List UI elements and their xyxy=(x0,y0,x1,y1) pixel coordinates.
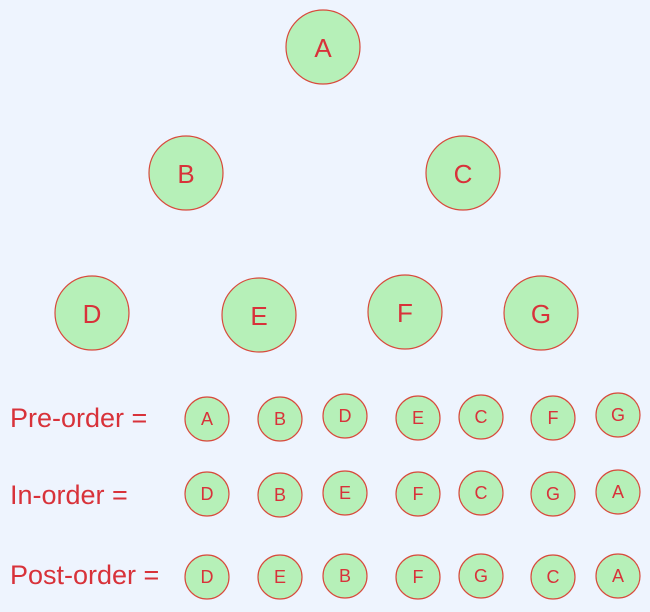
tree-node-c: C xyxy=(425,135,501,211)
sequence-node-label: G xyxy=(611,405,625,425)
sequence-node-label: D xyxy=(201,484,214,504)
sequence-node-label: E xyxy=(274,567,286,587)
sequence-node-label: G xyxy=(474,566,488,586)
post-order-label: Post-order = xyxy=(10,560,160,590)
sequence-node-label: B xyxy=(339,566,351,586)
tree-node-d: D xyxy=(54,275,130,351)
pre-order-sequence: A B D E C F G xyxy=(184,392,641,442)
tree-node-g: G xyxy=(503,275,579,351)
sequence-node-label: B xyxy=(274,409,286,429)
sequence-node: C xyxy=(530,554,576,600)
sequence-node-label: E xyxy=(412,408,424,428)
sequence-node-label: D xyxy=(339,406,352,426)
tree-node-a: A xyxy=(285,9,361,85)
tree-node-label: C xyxy=(454,159,473,189)
sequence-node: A xyxy=(595,469,641,515)
sequence-node: A xyxy=(184,396,230,442)
sequence-node: E xyxy=(322,470,368,516)
tree-node-label: E xyxy=(250,301,267,331)
sequence-node: D xyxy=(322,393,368,439)
tree-node-label: F xyxy=(397,298,413,328)
sequence-node: D xyxy=(184,554,230,600)
sequence-node: G xyxy=(595,392,641,438)
sequence-node-label: A xyxy=(612,482,624,502)
sequence-node: G xyxy=(530,471,576,517)
sequence-node-label: C xyxy=(547,567,560,587)
sequence-node: C xyxy=(458,470,504,516)
sequence-node-label: F xyxy=(548,408,559,428)
sequence-node: F xyxy=(395,554,441,600)
sequence-node: B xyxy=(257,472,303,518)
tree-node-label: B xyxy=(177,159,194,189)
tree-node-label: A xyxy=(314,33,332,63)
tree-node-f: F xyxy=(367,274,443,350)
sequence-node-label: D xyxy=(201,567,214,587)
sequence-node: G xyxy=(458,553,504,599)
sequence-node: E xyxy=(257,554,303,600)
pre-order-label: Pre-order = xyxy=(10,403,148,433)
sequence-node: E xyxy=(395,395,441,441)
sequence-node-label: F xyxy=(413,484,424,504)
sequence-node: B xyxy=(322,553,368,599)
sequence-node-label: C xyxy=(475,407,488,427)
sequence-node: A xyxy=(595,553,641,599)
sequence-node: D xyxy=(184,471,230,517)
sequence-node-label: A xyxy=(201,409,213,429)
tree-node-label: D xyxy=(83,299,102,329)
in-order-label: In-order = xyxy=(10,480,128,510)
post-order-sequence: D E B F G C A xyxy=(184,553,641,600)
sequence-node-label: A xyxy=(612,566,624,586)
sequence-node-label: E xyxy=(339,483,351,503)
sequence-node-label: G xyxy=(546,484,560,504)
sequence-node: B xyxy=(257,396,303,442)
sequence-node-label: C xyxy=(475,483,488,503)
sequence-node: F xyxy=(395,471,441,517)
sequence-node: C xyxy=(458,394,504,440)
in-order-sequence: D B E F C G A xyxy=(184,469,641,518)
sequence-node-label: F xyxy=(413,567,424,587)
tree-node-e: E xyxy=(221,277,297,353)
tree-node-b: B xyxy=(148,135,224,211)
tree-node-label: G xyxy=(531,299,551,329)
sequence-node: F xyxy=(530,395,576,441)
sequence-node-label: B xyxy=(274,485,286,505)
